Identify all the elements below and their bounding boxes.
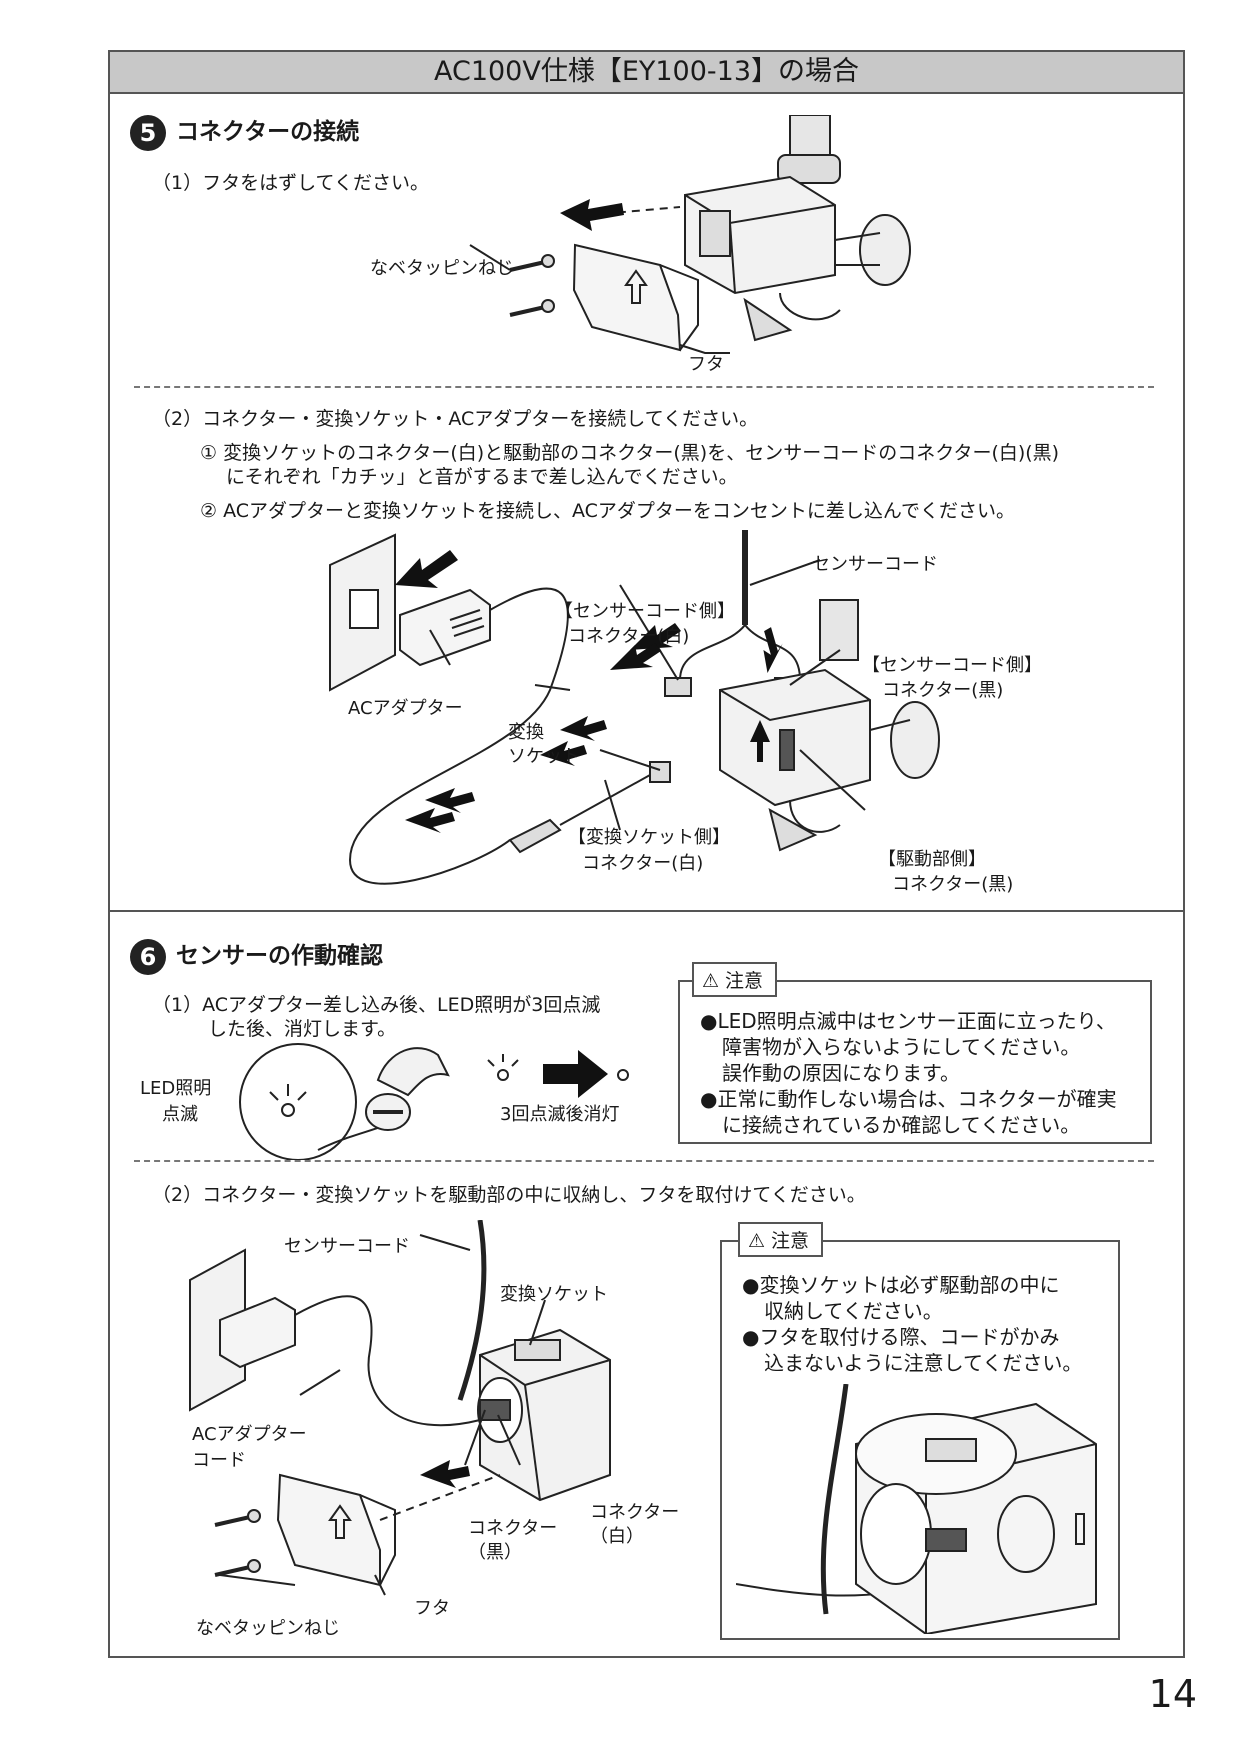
fig3-conn-white-l1: コネクター [590, 1502, 680, 1523]
fig2-socket-side-l2: コネクター(白) [582, 853, 704, 874]
divider-dashed-2 [134, 1160, 1154, 1162]
s5-step2-sub2: ② ACアダプターと変換ソケットを接続し、ACアダプターをコンセントに差し込んで… [200, 500, 1015, 522]
step-number-6: 6 [130, 938, 166, 975]
caution-tag-1-text: 注意 [725, 970, 764, 992]
s5-step2-text: （2）コネクター・変換ソケット・ACアダプターを接続してください。 [152, 408, 759, 430]
caution2-line4: 込まないように注意してください。 [764, 1351, 1083, 1375]
caution1-line1: ●LED照明点滅中はセンサー正面に立ったり、 [700, 1009, 1116, 1033]
fig-wiring-diagram [329, 530, 940, 885]
page-title: AC100V仕様【EY100-13】の場合 [110, 52, 1183, 94]
fig3-cover: フタ [414, 1598, 450, 1619]
fig3-conn-black-l1: コネクター [468, 1518, 558, 1539]
fig2-drive-side-l1: 【駆動部側】 [878, 849, 986, 870]
caution1-line2: 障害物が入らないようにしてください。 [722, 1035, 1081, 1059]
fig-remove-cover [469, 115, 911, 354]
fig3-ac-cord-l2: コード [192, 1450, 246, 1471]
page-number: 14 [1148, 1672, 1197, 1716]
s6-step1-line2: した後、消灯します。 [208, 1018, 397, 1040]
fig2-sensor-side-white-l1: 【センサーコード側】 [555, 601, 735, 622]
caution1-line3: 誤作動の原因になります。 [722, 1061, 960, 1085]
fig3-screw: なベタッピンねじ [196, 1618, 340, 1639]
caution-tag-2-text: 注意 [771, 1230, 810, 1252]
section-6-title: センサーの作動確認 [176, 943, 383, 969]
section-5-title: コネクターの接続 [176, 119, 360, 145]
fig2-drive-side-l2: コネクター(黒) [892, 874, 1014, 895]
page-frame [108, 50, 1185, 1658]
fig3-conn-black-l2: （黒） [468, 1542, 522, 1563]
s5-step1-text: （1）フタをはずしてください。 [152, 172, 429, 194]
fig2-sensor-cord: センサーコード [812, 554, 938, 575]
section-5-heading: 5 コネクターの接続 [130, 112, 359, 151]
fig1-screw-label: なベタッピンねじ [370, 258, 514, 279]
s6-step1-line1: （1）ACアダプター差し込み後、LED照明が3回点滅 [152, 994, 601, 1016]
fig3-ac-cord-l1: ACアダプター [192, 1424, 307, 1445]
caution1-line5: に接続されているか確認してください。 [722, 1113, 1081, 1137]
after-blink-label: 3回点滅後消灯 [500, 1104, 620, 1125]
fig3-sensor-cord: センサーコード [284, 1236, 410, 1257]
fig2-sensor-side-white-l2: コネクター(白) [568, 626, 690, 647]
s5-step2-sub1-line1: ① 変換ソケットのコネクター(白)と駆動部のコネクター(黒)を、センサーコードの… [200, 442, 1060, 464]
caution2-line3: ●フタを取付ける際、コードがかみ [742, 1325, 1060, 1349]
section-divider [110, 910, 1183, 912]
fig3-conn-white-l2: （白） [590, 1526, 644, 1547]
section-6-heading: 6 センサーの作動確認 [130, 936, 383, 975]
fig3-socket: 変換ソケット [500, 1284, 608, 1305]
caution1-line4: ●正常に動作しない場合は、コネクターが確実 [700, 1087, 1117, 1111]
warning-triangle-icon: ⚠ [702, 970, 720, 992]
fig2-ac-adapter: ACアダプター [348, 698, 463, 719]
fig2-socket-l1: 変換 [508, 722, 544, 743]
fig2-sensor-side-black-l2: コネクター(黒) [882, 680, 1004, 701]
caution2-line1: ●変換ソケットは必ず駆動部の中に [742, 1273, 1060, 1297]
caution2-line2: 収納してください。 [764, 1299, 943, 1323]
divider-dashed [134, 386, 1154, 388]
fig-led-blink [239, 1043, 629, 1160]
fig-caution-closeup [736, 1384, 1097, 1634]
fig2-sensor-side-black-l1: 【センサーコード側】 [862, 655, 1042, 676]
fig2-socket-l2: ソケット [508, 746, 580, 767]
led-label-l1: LED照明 [140, 1078, 212, 1099]
fig1-cover-label: フタ [688, 354, 724, 375]
step-number-5: 5 [130, 114, 166, 151]
warning-triangle-icon: ⚠ [748, 1230, 766, 1252]
fig2-socket-side-l1: 【変換ソケット側】 [568, 827, 730, 848]
led-label-l2: 点滅 [162, 1104, 198, 1125]
caution-tag-2: ⚠注意 [738, 1222, 824, 1257]
caution-box-1 [678, 980, 1152, 1144]
fig-store-connectors [189, 1220, 611, 1596]
caution-tag-1: ⚠注意 [692, 962, 778, 997]
s5-step2-sub1-line2: にそれぞれ「カチッ」と音がするまで差し込んでください。 [226, 466, 738, 488]
s6-step2-text: （2）コネクター・変換ソケットを駆動部の中に収納し、フタを取付けてください。 [152, 1184, 866, 1206]
